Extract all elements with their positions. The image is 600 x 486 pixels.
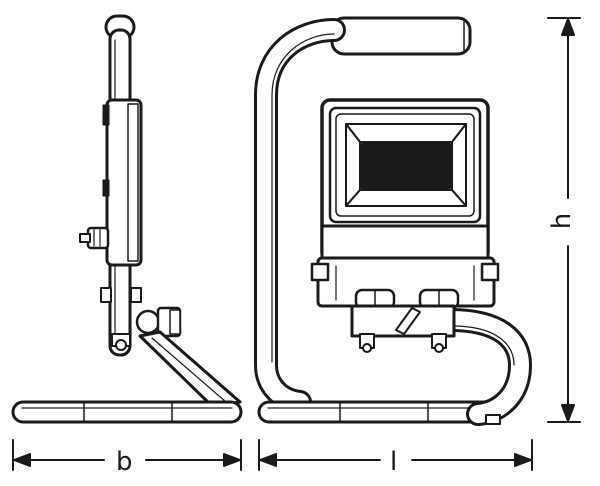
front-bracket	[310, 256, 500, 308]
dimension-l	[258, 439, 533, 471]
front-led-panel	[361, 143, 451, 189]
front-view	[254, 16, 532, 426]
dimension-h	[547, 17, 581, 423]
side-leg	[138, 330, 242, 408]
side-base	[11, 400, 243, 424]
side-pivot-joint	[111, 306, 182, 351]
front-handle-grip	[330, 16, 472, 56]
side-cable-gland	[79, 226, 110, 250]
front-base	[257, 400, 501, 424]
dimension-label-b: b	[116, 447, 133, 477]
dimension-label-l: l	[390, 447, 398, 477]
side-view	[11, 14, 243, 424]
front-reflector	[345, 123, 467, 143]
dimension-label-h: h	[547, 212, 578, 230]
dimension-b	[12, 439, 242, 471]
